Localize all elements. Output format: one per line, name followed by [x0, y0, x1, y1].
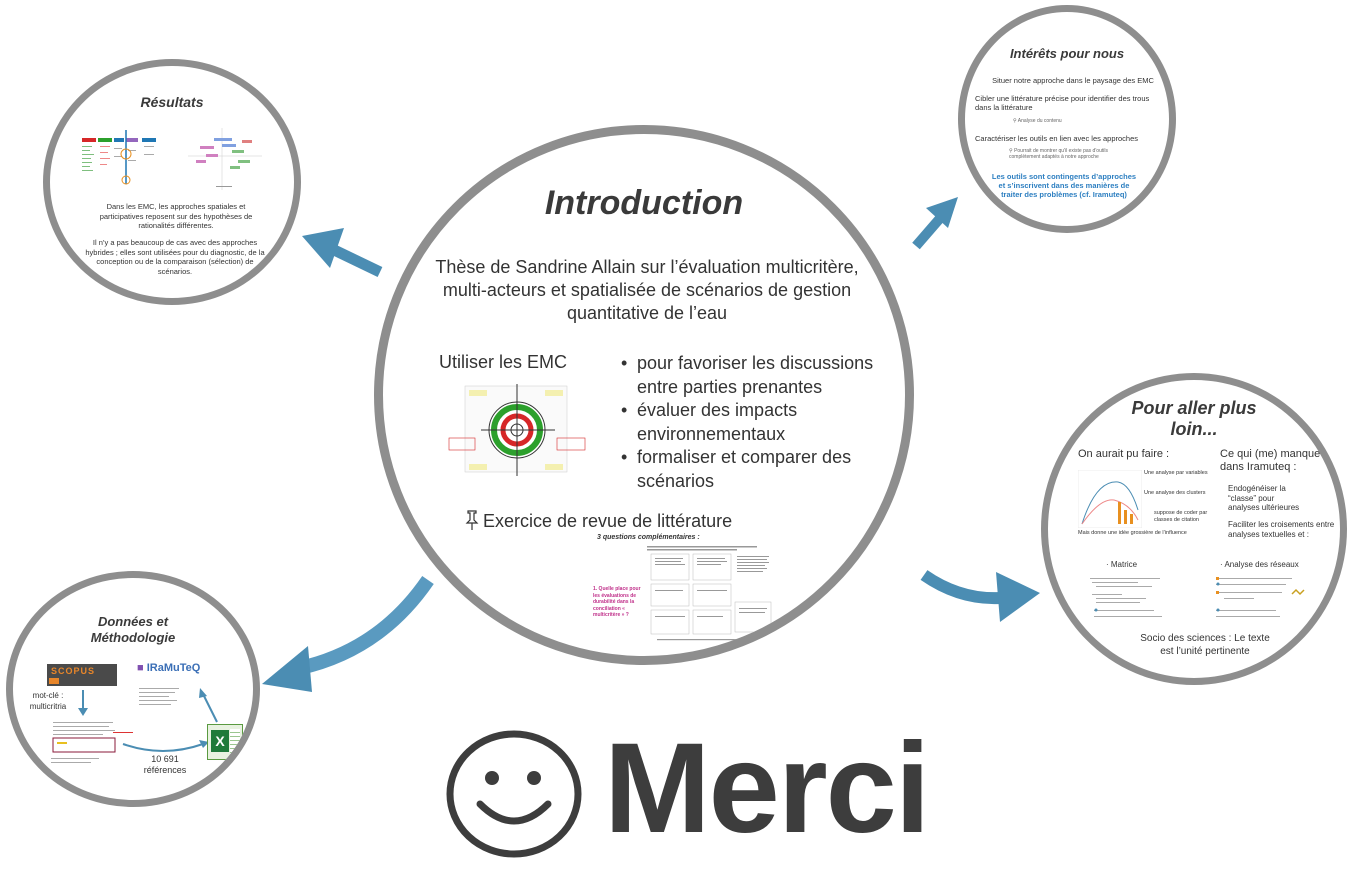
question-magenta: 1. Quelle place pour les évaluations de … [593, 586, 641, 618]
interets-circle[interactable]: Intérêts pour nous Situer notre approche… [958, 5, 1176, 233]
loin-mini-3: suppose de coder par classes de citation [1154, 510, 1208, 523]
loin-circle[interactable]: Pour aller plus loin... On aurait pu fai… [1041, 373, 1347, 685]
intro-subtitle: Thèse de Sandrine Allain sur l’évaluatio… [435, 257, 859, 323]
pushpin-icon [465, 510, 479, 530]
interets-line-3-sub: ⚲ Pourrait de montrer qu'il existe pas d… [1009, 148, 1129, 160]
emc-label: Utiliser les EMC [439, 352, 568, 372]
loin-title: Pour aller plus loin... [1131, 398, 1257, 439]
resultats-circle[interactable]: Résultats Dans les EMC, les approches sp… [43, 59, 301, 305]
pushpin-icon: ⚲ [1009, 148, 1015, 154]
pushpin-icon: ⚲ [1013, 118, 1018, 124]
interets-line-2-sub-text: Analyse du contenu [1017, 118, 1062, 124]
scopus-bar [49, 678, 59, 684]
arrow-to-donnees [262, 576, 434, 692]
loin-mini-2: Une analyse des clusters [1144, 490, 1206, 496]
iramuteq-icon: ■ [137, 662, 147, 674]
loin-col2: Ce qui (me) manque dans Iramuteq : [1220, 448, 1321, 473]
loin-matrice-label: Matrice [1110, 560, 1138, 569]
interets-line-1: Situer notre approche dans le paysage de… [992, 76, 1154, 85]
loin-reseaux-label: Analyse des réseaux [1224, 560, 1299, 569]
loin-socio: Socio des sciences : Le texte est l’unit… [1140, 633, 1270, 657]
loin-right-2: Faciliter les croisements entre analyses… [1228, 520, 1335, 539]
donnees-flow-thumbnail [43, 686, 243, 786]
loin-matrice: · Matrice [1106, 560, 1138, 569]
intro-circle[interactable]: Introduction Thèse de Sandrine Allain su… [374, 125, 914, 665]
loin-details-thumbnail [1088, 576, 1318, 626]
donnees-keyword: mot-clé : multicritria [29, 691, 67, 711]
scopus-logo-text: SCOPUS [51, 666, 96, 676]
donnees-circle[interactable]: Données et Méthodologie SCOPUS ■ IRaMuTe… [6, 571, 260, 807]
donnees-title: Données et Méthodologie [90, 614, 176, 645]
intro-title: Introduction [544, 184, 744, 222]
interets-line-2-sub: ⚲ Analyse du contenu [1013, 118, 1062, 124]
resultats-p1: Dans les EMC, les approches spatiales et… [99, 202, 253, 231]
loin-right-1: Endogénéiser la “classe” pour analyses u… [1228, 484, 1300, 512]
resultats-table-thumbnail [76, 128, 160, 186]
interets-title: Intérêts pour nous [1009, 46, 1125, 61]
arrow-to-resultats [302, 228, 383, 277]
merci-text: Merci [604, 717, 930, 860]
interets-line-3: Caractériser les outils en lien avec les… [975, 134, 1138, 143]
exercise-row: Exercice de revue de littérature [465, 510, 732, 532]
questions-thumbnail: 3 questions complémentaires : 1. Quelle … [593, 534, 773, 646]
loin-mini-4: Mais donne une idée grossière de l’influ… [1078, 530, 1187, 536]
exercise-label: Exercice de revue de littérature [483, 511, 733, 531]
merci-block: Merci [444, 717, 984, 866]
resultats-afc-thumbnail [182, 126, 264, 192]
interets-line-3-sub-text: Pourrait de montrer qu'il existe pas d'o… [1009, 148, 1108, 160]
intro-bullets: pour favoriser les discussions entre par… [621, 352, 891, 493]
interets-line-2: Cibler une littérature précise pour iden… [975, 94, 1150, 112]
loin-chart-thumbnail [1078, 470, 1142, 528]
loin-reseaux: · Analyse des réseaux [1220, 560, 1299, 569]
arrow-to-interets [912, 197, 958, 250]
smiley-icon [444, 728, 586, 860]
loin-col1: On aurait pu faire : [1078, 448, 1170, 460]
donnees-references: 10 691 références [143, 754, 187, 775]
intro-bullet-3: formaliser et comparer des scénarios [621, 446, 891, 493]
scopus-logo: SCOPUS [47, 664, 117, 686]
iramuteq-logo: ■ IRaMuTeQ [137, 662, 200, 674]
iramuteq-logo-text: IRaMuTeQ [146, 662, 201, 674]
loin-mini-1: Une analyse par variables [1144, 470, 1208, 476]
resultats-p2: Il n’y a pas beaucoup de cas avec des ap… [85, 238, 265, 276]
interets-highlight: Les outils sont contingents d’approches … [991, 172, 1137, 199]
intro-bullet-2: évaluer des impacts environnementaux [621, 399, 891, 446]
questions-title: 3 questions complémentaires : [597, 534, 700, 541]
intro-bullet-1: pour favoriser les discussions entre par… [621, 352, 891, 399]
emc-target-diagram [445, 380, 587, 478]
arrow-to-loin [920, 570, 1040, 622]
resultats-title: Résultats [140, 94, 204, 110]
excel-icon: X [207, 724, 243, 760]
